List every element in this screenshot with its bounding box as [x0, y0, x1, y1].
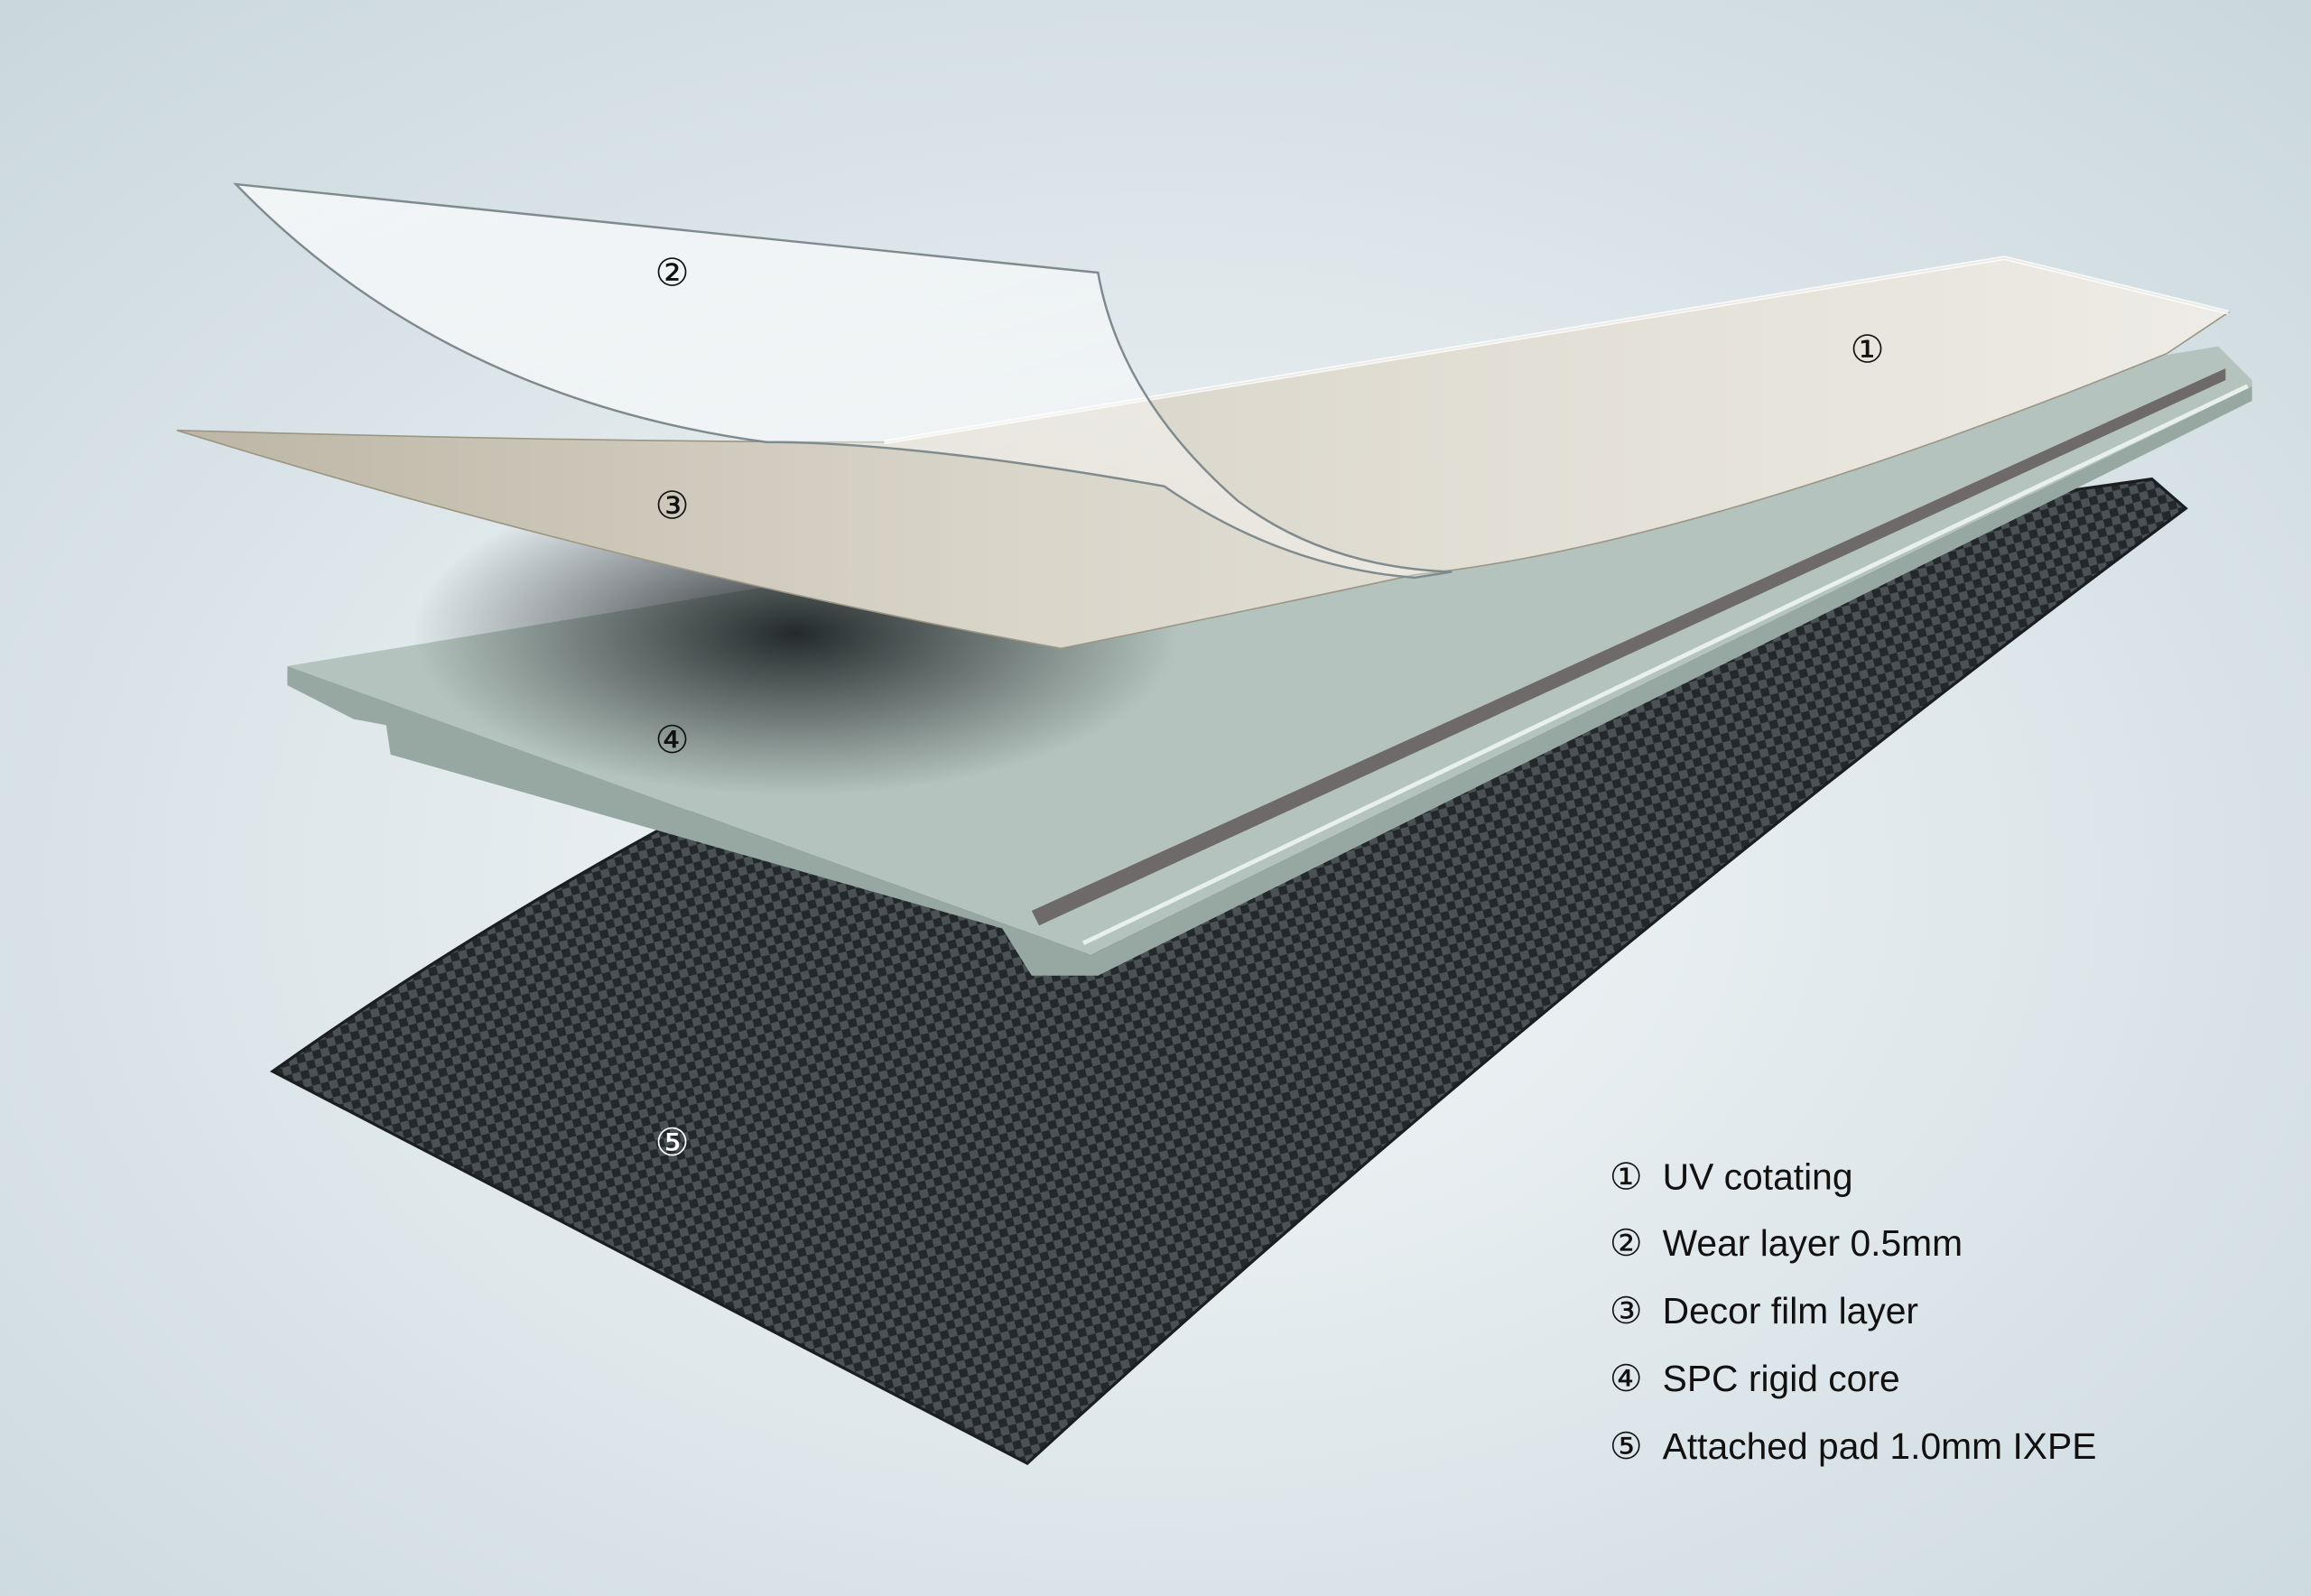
decor-film-layer [176, 256, 2231, 650]
callout-spc-core: ④ [654, 719, 689, 763]
legend-marker: ② [1610, 1222, 1643, 1264]
legend-label: SPC rigid core [1663, 1358, 1900, 1399]
legend-label: UV cotating [1663, 1155, 1853, 1197]
callout-decor-film: ③ [654, 485, 689, 529]
legend-marker: ⑤ [1610, 1425, 1643, 1467]
ixpe-pad-layer [269, 477, 2188, 1466]
uv-coating-layer [884, 255, 2230, 445]
legend-label: Decor film layer [1663, 1290, 1918, 1332]
legend: ① UV cotating ② Wear layer 0.5mm ③ Decor… [1610, 1155, 2097, 1467]
legend-marker: ① [1610, 1155, 1643, 1197]
callout-pad: ⑤ [654, 1121, 689, 1165]
wear-layer [233, 182, 1452, 580]
callout-uv-coating: ① [1851, 329, 1885, 373]
legend-label: Wear layer 0.5mm [1663, 1222, 1963, 1264]
legend-marker: ③ [1610, 1290, 1643, 1332]
legend-marker: ④ [1610, 1358, 1643, 1399]
legend-label: Attached pad 1.0mm IXPE [1663, 1425, 2097, 1467]
callout-wear-layer: ② [654, 252, 689, 296]
